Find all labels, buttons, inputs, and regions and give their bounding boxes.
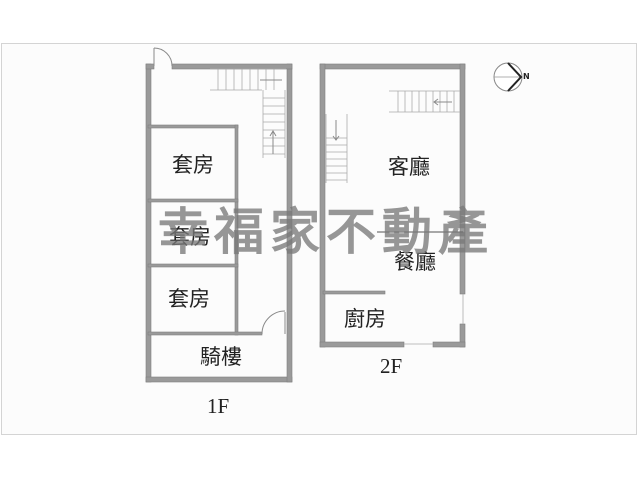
staircase-2f-lower-icon: [325, 114, 348, 183]
room-label-suite-1: 套房: [172, 153, 214, 177]
floor-1f-plan: [145, 47, 293, 383]
wall-kitchen: [322, 290, 386, 295]
floor-2f-plan: [319, 63, 466, 348]
wall-2f-right-upper: [459, 63, 466, 295]
wall-arcade-top: [147, 331, 263, 336]
staircase-2f-upper-icon: [389, 90, 460, 113]
wall-suite-2-3: [147, 263, 239, 268]
wall-2f-top: [319, 63, 466, 70]
room-label-kitchen: 廚房: [344, 307, 386, 331]
room-label-dining-room: 餐廳: [394, 250, 436, 274]
room-label-arcade: 騎樓: [200, 345, 242, 369]
wall-1f-top-right: [171, 63, 293, 70]
inner-door-icon: [261, 310, 286, 335]
compass-icon: [493, 62, 523, 92]
wall-suite-top: [147, 124, 239, 129]
staircase-1f-icon: [210, 68, 286, 158]
room-label-living-room: 客廳: [388, 155, 430, 179]
wall-2f-bottom-right: [432, 341, 466, 348]
wall-suite-1-2: [147, 198, 239, 203]
wall-1f-top-left: [145, 63, 155, 70]
entry-door-icon: [153, 47, 173, 67]
wall-2f-bottom-left: [319, 341, 405, 348]
wall-1f-bottom: [145, 376, 293, 383]
room-label-suite-2: 套房: [169, 225, 211, 249]
room-label-suite-3: 套房: [168, 287, 210, 311]
floor-label-1f: 1F: [207, 394, 230, 418]
floorplan-frame: [1, 43, 637, 435]
compass-north-label: N: [523, 72, 530, 81]
agency-watermark: 幸福家不動產: [158, 203, 494, 261]
floor-label-2f: 2F: [380, 354, 403, 378]
